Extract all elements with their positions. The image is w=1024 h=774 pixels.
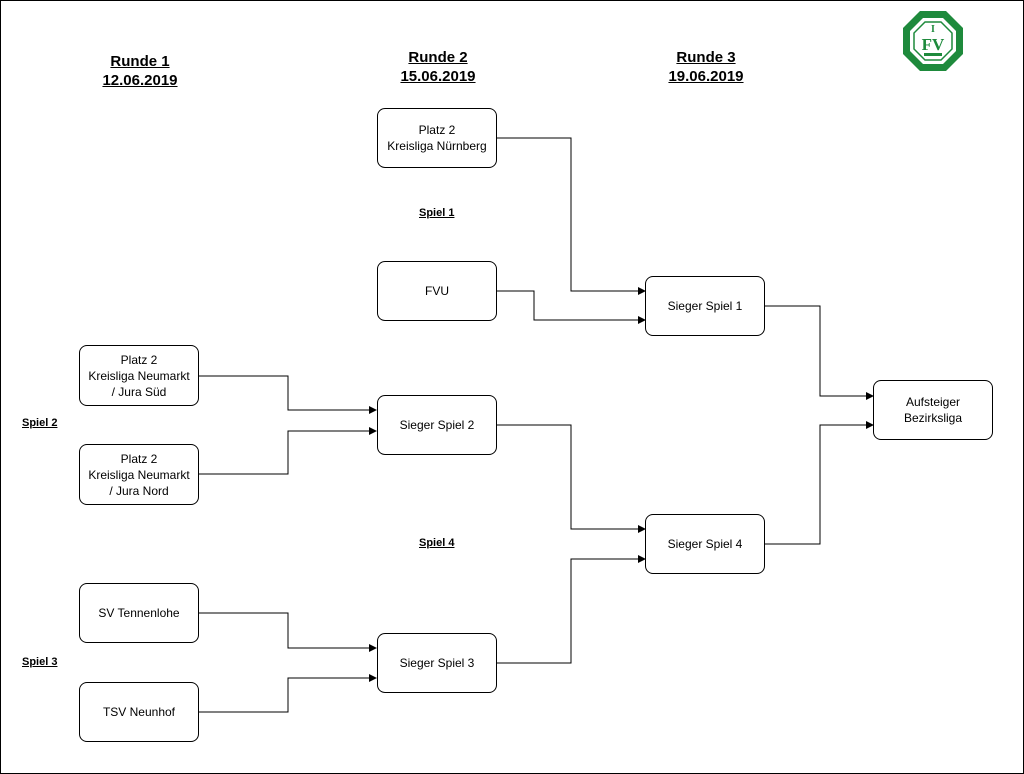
team-label: FVU: [425, 284, 449, 298]
spiel-4-label: Spiel 4: [419, 537, 455, 549]
team-box-sv-tennenlohe: SV Tennenlohe: [79, 583, 199, 643]
svg-text:I: I: [931, 24, 935, 35]
spiel-2-label: Spiel 2: [22, 417, 58, 429]
team-box-tsv-neunhof: TSV Neunhof: [79, 682, 199, 742]
round-3-title: Runde 3: [676, 49, 736, 66]
round-3-date: 19.06.2019: [668, 68, 744, 85]
team-label: TSV Neunhof: [102, 705, 176, 719]
connector-sued-to-sieger2: [199, 375, 377, 414]
final-box-aufsteiger: Aufsteiger Bezirksliga: [873, 380, 993, 440]
winner-label: Sieger Spiel 3: [399, 656, 475, 670]
winner-label: Sieger Spiel 1: [667, 299, 743, 313]
round-2-date: 15.06.2019: [400, 68, 476, 85]
round-2-title: Runde 2: [408, 49, 468, 66]
connector-sieger1-to-aufsteiger: [765, 305, 874, 400]
connector-nuernberg-to-sieger1: [497, 137, 646, 295]
round-1-title: Runde 1: [110, 53, 170, 70]
team-box-platz2-nuernberg: Platz 2 Kreisliga Nürnberg: [377, 108, 497, 168]
final-label: Aufsteiger Bezirksliga: [903, 395, 963, 425]
connector-neunhof-to-sieger3: [199, 674, 377, 713]
winner-box-spiel-1: Sieger Spiel 1: [645, 276, 765, 336]
round-1-date: 12.06.2019: [102, 72, 178, 89]
winner-box-spiel-2: Sieger Spiel 2: [377, 395, 497, 455]
club-crest-icon: I FV: [903, 11, 963, 71]
winner-label: Sieger Spiel 2: [399, 418, 475, 432]
round-1-header: Runde 1 12.06.2019: [50, 52, 230, 90]
team-box-platz2-neumarkt-nord: Platz 2 Kreisliga Neumarkt / Jura Nord: [79, 444, 199, 505]
winner-box-spiel-4: Sieger Spiel 4: [645, 514, 765, 574]
spiel-3-label: Spiel 3: [22, 656, 58, 668]
svg-text:FV: FV: [922, 35, 945, 54]
connector-tennenlohe-to-sieger3: [199, 612, 377, 652]
connector-sieger3-to-sieger4: [497, 555, 646, 664]
winner-label: Sieger Spiel 4: [667, 537, 743, 551]
connector-sieger2-to-sieger4: [497, 424, 646, 533]
team-label: Platz 2 Kreisliga Neumarkt / Jura Süd: [88, 352, 190, 399]
winner-box-spiel-3: Sieger Spiel 3: [377, 633, 497, 693]
team-label: Platz 2 Kreisliga Neumarkt / Jura Nord: [88, 451, 190, 498]
team-box-platz2-neumarkt-sued: Platz 2 Kreisliga Neumarkt / Jura Süd: [79, 345, 199, 406]
connector-nord-to-sieger2: [199, 427, 377, 475]
round-3-header: Runde 3 19.06.2019: [616, 48, 796, 86]
round-2-header: Runde 2 15.06.2019: [348, 48, 528, 86]
team-box-fvu: FVU: [377, 261, 497, 321]
connector-fvu-to-sieger1: [497, 290, 646, 324]
team-label: SV Tennenlohe: [98, 606, 180, 620]
spiel-1-label: Spiel 1: [419, 207, 455, 219]
team-label: Platz 2 Kreisliga Nürnberg: [387, 123, 487, 153]
connector-sieger4-to-aufsteiger: [765, 421, 874, 545]
